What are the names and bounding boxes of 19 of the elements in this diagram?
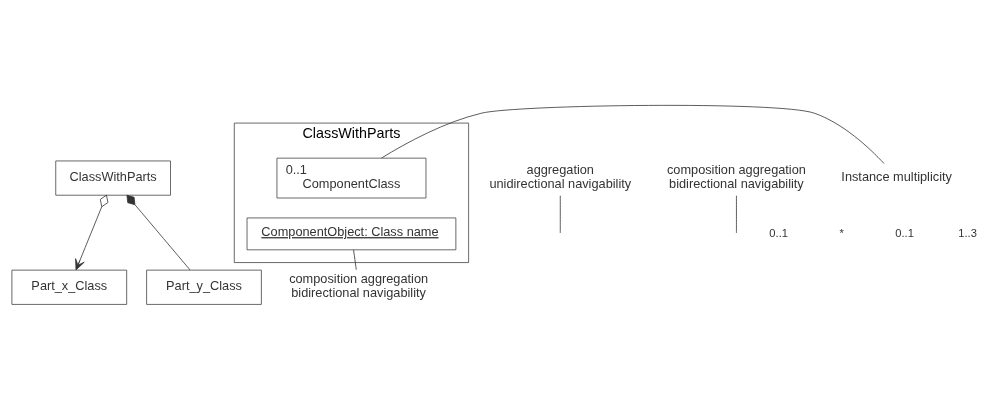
- node-text: Instance multiplicity: [841, 169, 952, 185]
- label: 0..1: [895, 226, 914, 239]
- connector: [559, 195, 561, 234]
- node-box: 0..1 ComponentClass: [276, 157, 427, 199]
- node-box: Part_y_Class: [146, 269, 262, 305]
- label: 1..3: [958, 226, 977, 239]
- node-box: ComponentObject: Class name: [246, 217, 457, 251]
- connector: [381, 105, 885, 164]
- label: *: [839, 226, 844, 239]
- connector: [126, 194, 191, 271]
- node-text: aggregation unidirectional navigability: [489, 161, 632, 192]
- label: 0..1: [769, 226, 788, 239]
- arrow: [75, 194, 109, 271]
- node-text: composition aggregation bidirectional navigability: [289, 271, 429, 301]
- node-box: ClassWithParts: [55, 160, 171, 196]
- connector: [736, 195, 737, 234]
- node-box: Part_x_Class: [11, 269, 128, 305]
- connector: [353, 249, 357, 271]
- node-text: composition aggregation bidirectional navigability: [666, 161, 806, 192]
